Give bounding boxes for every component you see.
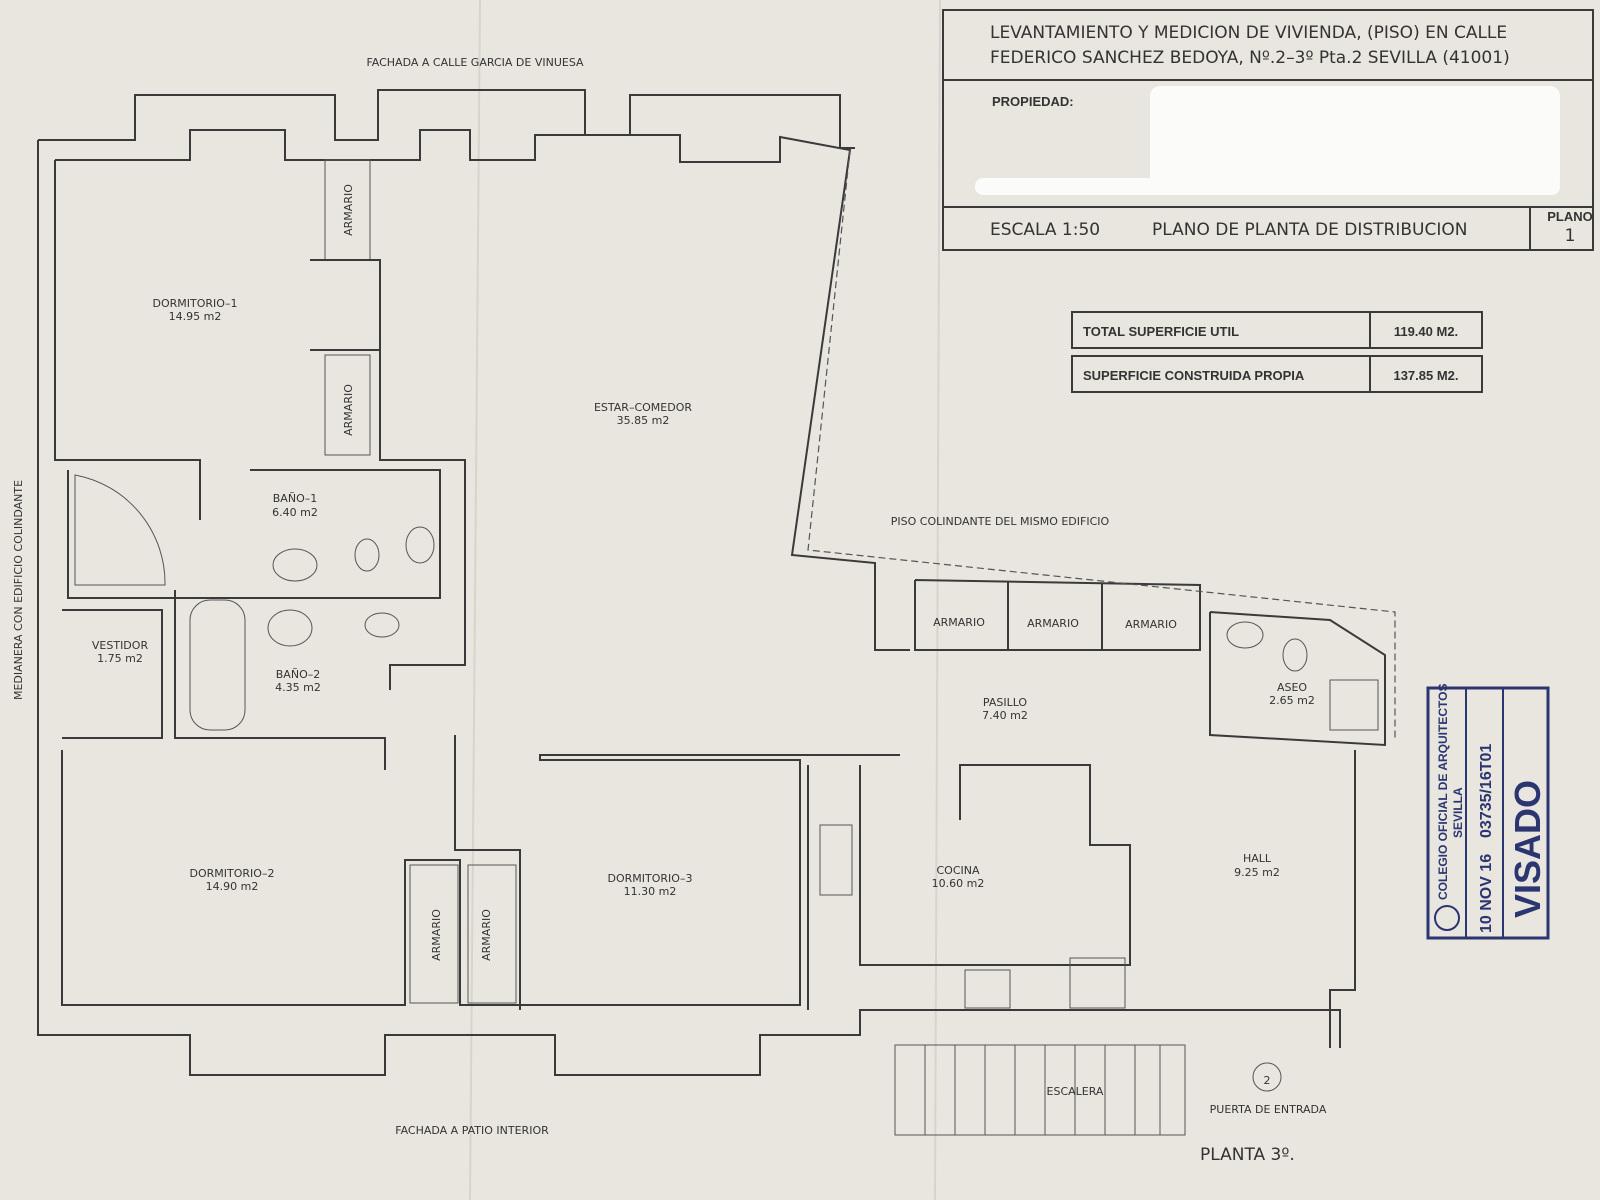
kitchen-sink [819,824,853,896]
plano-number: 1 [1565,226,1576,246]
title-line-2: FEDERICO SANCHEZ BEDOYA, Nº.2–3º Pta.2 S… [990,48,1510,68]
stamp-status: VISADO [1507,780,1548,918]
room-area: 10.60 m2 [932,877,985,890]
neighbor-label: PISO COLINDANTE DEL MISMO EDIFICIO [891,515,1110,528]
surface-construida-value: 137.85 M2. [1393,368,1458,383]
entrance-number: 2 [1264,1074,1271,1087]
walls [37,89,1396,1076]
room-name: DORMITORIO–3 [608,872,693,885]
room-name: ESTAR–COMEDOR [594,401,692,414]
room-area: 7.40 m2 [982,709,1028,722]
stamp-org-line2: SEVILLA [1451,787,1465,838]
facade-top-label: FACHADA A CALLE GARCIA DE VINUESA [366,56,584,69]
sink [267,609,313,647]
room-name: HALL [1243,852,1272,865]
room-area: 11.30 m2 [624,885,677,898]
room-area: 14.95 m2 [169,310,222,323]
stairs: ESCALERA [894,1044,1186,1136]
room-area: 14.90 m2 [206,880,259,893]
facade-bottom-label: FACHADA A PATIO INTERIOR [395,1124,549,1137]
scale-label: ESCALA 1:50 [990,220,1100,240]
fold-line [934,0,941,1200]
room-name: COCINA [936,864,979,877]
room-name: DORMITORIO–2 [190,867,275,880]
room-labels: DORMITORIO–1 14.95 m2 ESTAR–COMEDOR 35.8… [92,297,1315,898]
armario-label: ARMARIO [1027,617,1079,630]
stairs-label: ESCALERA [1047,1085,1104,1098]
redacted-owner-strip [975,178,1560,195]
toilet [1282,638,1308,672]
room-name: BAÑO–1 [273,492,317,505]
toilet [405,526,435,564]
armario [324,354,371,456]
side-left-label: MEDIANERA CON EDIFICIO COLINDANTE [12,480,25,700]
surfaces-table: TOTAL SUPERFICIE UTIL 119.40 M2. SUPERFI… [1071,311,1483,393]
room-name: VESTIDOR [92,639,149,652]
stamp-org-line1: COLEGIO OFICIAL DE ARQUITECTOS [1436,684,1450,900]
plano-label: PLANO [1547,209,1593,224]
armario-label: ARMARIO [480,909,493,961]
armario [409,864,459,1004]
title-block: LEVANTAMIENTO Y MEDICION DE VIVIENDA, (P… [942,9,1594,251]
surface-util-label: TOTAL SUPERFICIE UTIL [1083,324,1239,339]
armario-label: ARMARIO [933,616,985,629]
corner-bathtub [74,474,166,586]
floor-label: PLANTA 3º. [1200,1145,1295,1165]
room-name: BAÑO–2 [276,668,320,681]
sink [272,548,318,582]
stove [964,969,1011,1009]
room-name: ASEO [1277,681,1307,694]
room-area: 2.65 m2 [1269,694,1315,707]
title-line-1: LEVANTAMIENTO Y MEDICION DE VIVIENDA, (P… [990,23,1507,43]
armario-label: ARMARIO [1125,618,1177,631]
room-area: 6.40 m2 [272,506,318,519]
room-area: 1.75 m2 [97,652,143,665]
plan-title: PLANO DE PLANTA DE DISTRIBUCION [1152,220,1467,240]
shower [1329,679,1379,731]
armario-label: ARMARIO [342,384,355,436]
room-name: DORMITORIO–1 [153,297,238,310]
coa-seal-icon [1434,905,1460,931]
armario [467,864,517,1004]
room-area: 4.35 m2 [275,681,321,694]
stamp-number: 03735/16T01 [1478,744,1495,838]
propiedad-label: PROPIEDAD: [992,94,1074,109]
title-block-frame [942,9,1594,251]
redacted-owner [1150,86,1560,191]
sink [1226,621,1264,649]
armario-label: ARMARIO [430,909,443,961]
toilet [364,612,400,638]
bathtub [189,599,246,731]
bidet [354,538,380,572]
room-area: 35.85 m2 [617,414,670,427]
entrance-marker [1252,1062,1282,1092]
armario-label: ARMARIO [342,184,355,236]
room-area: 9.25 m2 [1234,866,1280,879]
room-name: PASILLO [983,696,1028,709]
entrance-label: PUERTA DE ENTRADA [1210,1103,1327,1116]
appliance [1069,957,1126,1009]
visado-stamp: COLEGIO OFICIAL DE ARQUITECTOS SEVILLA 1… [1426,684,1550,940]
surface-construida-label: SUPERFICIE CONSTRUIDA PROPIA [1083,368,1305,383]
surface-util-value: 119.40 M2. [1394,324,1458,339]
fixtures [74,474,1379,1009]
fold-line [469,0,481,1200]
stamp-date: 10 NOV 16 [1478,854,1495,933]
